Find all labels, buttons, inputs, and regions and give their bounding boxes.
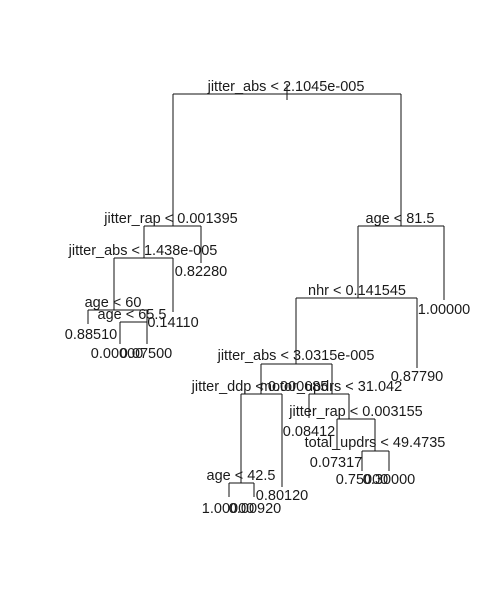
split-label-rl: nhr < 0.141545 bbox=[308, 283, 406, 299]
split-label-rllrr: jitter_rap < 0.003155 bbox=[288, 404, 422, 420]
split-label-rllll: age < 42.5 bbox=[207, 468, 276, 484]
leaf-labels: 0.82280 0.88510 0.14110 0.00000 0.07500 … bbox=[65, 264, 470, 517]
leaf-value-rllrrrl: 0.75000 bbox=[336, 472, 388, 488]
split-label-root: jitter_abs < 2.1045e-005 bbox=[207, 79, 365, 95]
split-label-rll: jitter_abs < 3.0315e-005 bbox=[217, 348, 375, 364]
leaf-value-rlllr: 0.80120 bbox=[256, 488, 308, 504]
split-label-rlll: jitter_ddp < 0.000685 bbox=[191, 379, 329, 395]
leaf-value-rllrrrr: 0.30000 bbox=[363, 472, 415, 488]
leaf-value-rlllll: 1.00000 bbox=[202, 501, 254, 517]
leaf-value-lr: 0.82280 bbox=[175, 264, 227, 280]
split-label-rllr: motor_updrs < 31.042 bbox=[260, 379, 402, 395]
split-label-lll: age < 60 bbox=[85, 295, 142, 311]
split-label-l: jitter_rap < 0.001395 bbox=[103, 211, 237, 227]
leaf-value-rlr: 0.87790 bbox=[391, 369, 443, 385]
leaf-value-llrr2: 0.07500 bbox=[120, 346, 172, 362]
split-label-ll: jitter_abs < 1.438e-005 bbox=[68, 243, 218, 259]
split-label-llr: age < 65.5 bbox=[98, 307, 167, 323]
tree-edges bbox=[87, 84, 445, 497]
split-labels: jitter_abs < 2.1045e-005 jitter_rap < 0.… bbox=[68, 79, 446, 484]
leaf-value-rllrrl: 0.07317 bbox=[310, 455, 362, 471]
leaf-value-llll: 0.88510 bbox=[65, 327, 117, 343]
split-label-rllrrr: total_updrs < 49.4735 bbox=[305, 435, 446, 451]
leaf-value-rllrl: 0.08412 bbox=[283, 424, 335, 440]
split-label-r: age < 81.5 bbox=[366, 211, 435, 227]
leaf-value-llrl: 0.00000 bbox=[91, 346, 143, 362]
leaf-value-llrr: 0.14110 bbox=[147, 315, 198, 331]
leaf-value-rr: 1.00000 bbox=[418, 302, 470, 318]
leaf-value-rllllr: 0.00920 bbox=[229, 501, 281, 517]
